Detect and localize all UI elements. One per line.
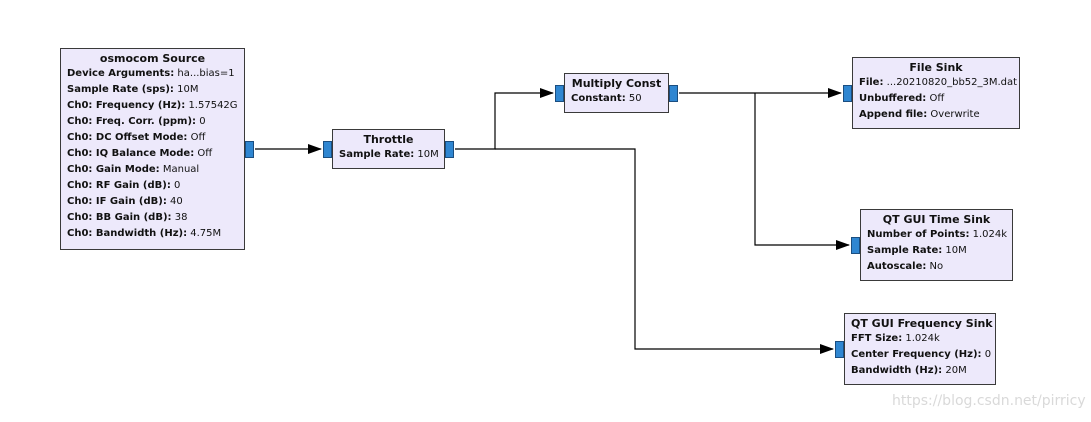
param-fft-size: FFT Size: 1.024k	[851, 333, 940, 344]
wire-multiply-const-to-time-sink[interactable]	[754, 93, 850, 250]
multiply-const-out-port[interactable]	[669, 85, 678, 102]
param-freq-corr: Ch0: Freq. Corr. (ppm): 0	[67, 116, 206, 127]
block-osmocom-source[interactable]: osmocom Source Device Arguments: ha...bi…	[60, 48, 245, 250]
throttle-in-port[interactable]	[323, 141, 332, 158]
block-qt-gui-frequency-sink[interactable]: QT GUI Frequency Sink FFT Size: 1.024k C…	[844, 313, 996, 385]
param-autoscale: Autoscale: No	[867, 261, 944, 272]
param-rf-gain: Ch0: RF Gain (dB): 0	[67, 180, 181, 191]
multiply-const-in-port[interactable]	[555, 85, 564, 102]
block-throttle[interactable]: Throttle Sample Rate: 10M	[332, 129, 445, 169]
param-bb-gain: Ch0: BB Gain (dB): 38	[67, 212, 188, 223]
block-title: Multiply Const	[571, 77, 662, 90]
block-title: Throttle	[363, 133, 414, 146]
wire-throttle-to-multiply-const[interactable]	[455, 88, 554, 150]
block-file-sink[interactable]: File Sink File: ...20210820_bb52_3M.dat …	[852, 57, 1020, 129]
param-frequency: Ch0: Frequency (Hz): 1.57542G	[67, 100, 238, 111]
block-multiply-const[interactable]: Multiply Const Constant: 50	[564, 73, 669, 113]
param-sample-rate: Sample Rate: 10M	[339, 149, 439, 160]
file-sink-in-port[interactable]	[843, 85, 852, 102]
param-gain-mode: Ch0: Gain Mode: Manual	[67, 164, 200, 175]
param-constant: Constant: 50	[571, 93, 642, 104]
param-sample-rate: Sample Rate (sps): 10M	[67, 84, 199, 95]
param-unbuffered: Unbuffered: Off	[859, 93, 945, 104]
osmocom-source-out-port[interactable]	[245, 141, 254, 158]
block-title: QT GUI Frequency Sink	[851, 317, 993, 330]
param-if-gain: Ch0: IF Gain (dB): 40	[67, 196, 183, 207]
param-bandwidth: Bandwidth (Hz): 20M	[851, 365, 967, 376]
param-number-of-points: Number of Points: 1.024k	[867, 229, 1008, 240]
param-file: File: ...20210820_bb52_3M.dat	[859, 77, 1018, 88]
wire-throttle-to-frequency-sink[interactable]	[495, 148, 834, 354]
frequency-sink-in-port[interactable]	[835, 341, 844, 358]
param-append-file: Append file: Overwrite	[859, 109, 980, 120]
param-bandwidth: Ch0: Bandwidth (Hz): 4.75M	[67, 228, 222, 239]
param-device-arguments: Device Arguments: ha...bias=1	[67, 68, 235, 79]
block-qt-gui-time-sink[interactable]: QT GUI Time Sink Number of Points: 1.024…	[860, 209, 1013, 281]
block-title: QT GUI Time Sink	[882, 213, 991, 226]
param-center-frequency: Center Frequency (Hz): 0	[851, 349, 992, 360]
throttle-out-port[interactable]	[445, 141, 454, 158]
watermark: https://blog.csdn.net/pirricy	[892, 393, 1086, 409]
block-title: osmocom Source	[99, 52, 206, 65]
param-iq-balance-mode: Ch0: IQ Balance Mode: Off	[67, 148, 213, 159]
param-dc-offset-mode: Ch0: DC Offset Mode: Off	[67, 132, 206, 143]
time-sink-in-port[interactable]	[851, 237, 860, 254]
param-sample-rate: Sample Rate: 10M	[867, 245, 967, 256]
block-title: File Sink	[909, 61, 963, 74]
